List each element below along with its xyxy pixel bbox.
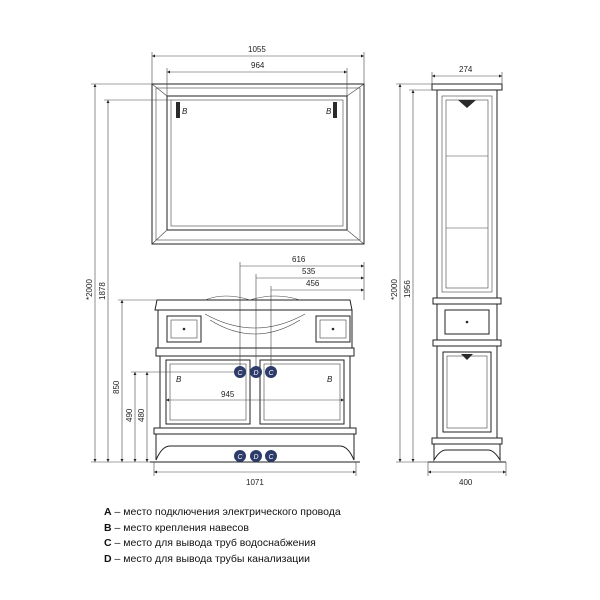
mirror (151, 83, 365, 245)
mirror-marker-b-right: B (326, 107, 332, 116)
vanity-marker-b-right: B (327, 375, 333, 384)
legend-row-c: C – место для вывода труб водоснабжения (104, 537, 316, 549)
column-total-height-label: *2000 (390, 279, 399, 300)
mirror-inner-width-dimension (166, 68, 348, 96)
marker-c-upper-right: C (268, 370, 274, 377)
legend-row-a: A – место подключения электрического про… (104, 506, 341, 518)
mirror-height-label: 1878 (98, 282, 107, 300)
cabinet-height-label: 850 (112, 380, 121, 394)
legend: A – место подключения электрического про… (104, 505, 524, 567)
column-vertical-dimensions (396, 83, 437, 463)
pipe-height-2-label: 480 (137, 408, 146, 422)
mirror-outer-width-dimension (151, 52, 365, 84)
mirror-inner-width-label: 964 (251, 61, 265, 70)
marker-c-upper-left: C (237, 370, 243, 377)
base-width-dimension (153, 462, 357, 476)
sink-offset-label: 535 (302, 267, 316, 276)
column-width-dimension (431, 72, 503, 84)
legend-row-b: B – место крепления навесов (104, 521, 249, 534)
marker-d-upper: D (253, 370, 258, 377)
door-width-label: 945 (221, 390, 235, 399)
pipe-height-1-label: 490 (125, 408, 134, 422)
drain-offset-label: 456 (306, 279, 320, 288)
tall-column-cabinet (428, 83, 506, 463)
base-width-label: 1071 (246, 478, 264, 487)
marker-d-lower: D (253, 454, 258, 461)
column-height-label: 1956 (403, 280, 412, 298)
mirror-outer-width-label: 1055 (248, 45, 266, 54)
sink-depth-label: 616 (292, 255, 306, 264)
marker-c-lower-right: C (268, 454, 274, 461)
vanity-cabinet (150, 295, 360, 463)
pipe-markers-lower (234, 450, 277, 462)
total-height-label: *2000 (85, 279, 94, 300)
column-base-width-label: 400 (459, 478, 473, 487)
column-base-width-dimension (427, 462, 507, 476)
mirror-marker-b-left: B (182, 107, 188, 116)
marker-c-lower-left: C (237, 454, 243, 461)
pipe-markers-upper (234, 366, 277, 378)
sink-depth-dimensions (239, 262, 365, 366)
legend-row-d: D – место для вывода трубы канализации (104, 552, 311, 565)
vanity-marker-b-left: B (176, 375, 182, 384)
column-width-label: 274 (459, 65, 473, 74)
vertical-dimensions-left (91, 83, 240, 463)
